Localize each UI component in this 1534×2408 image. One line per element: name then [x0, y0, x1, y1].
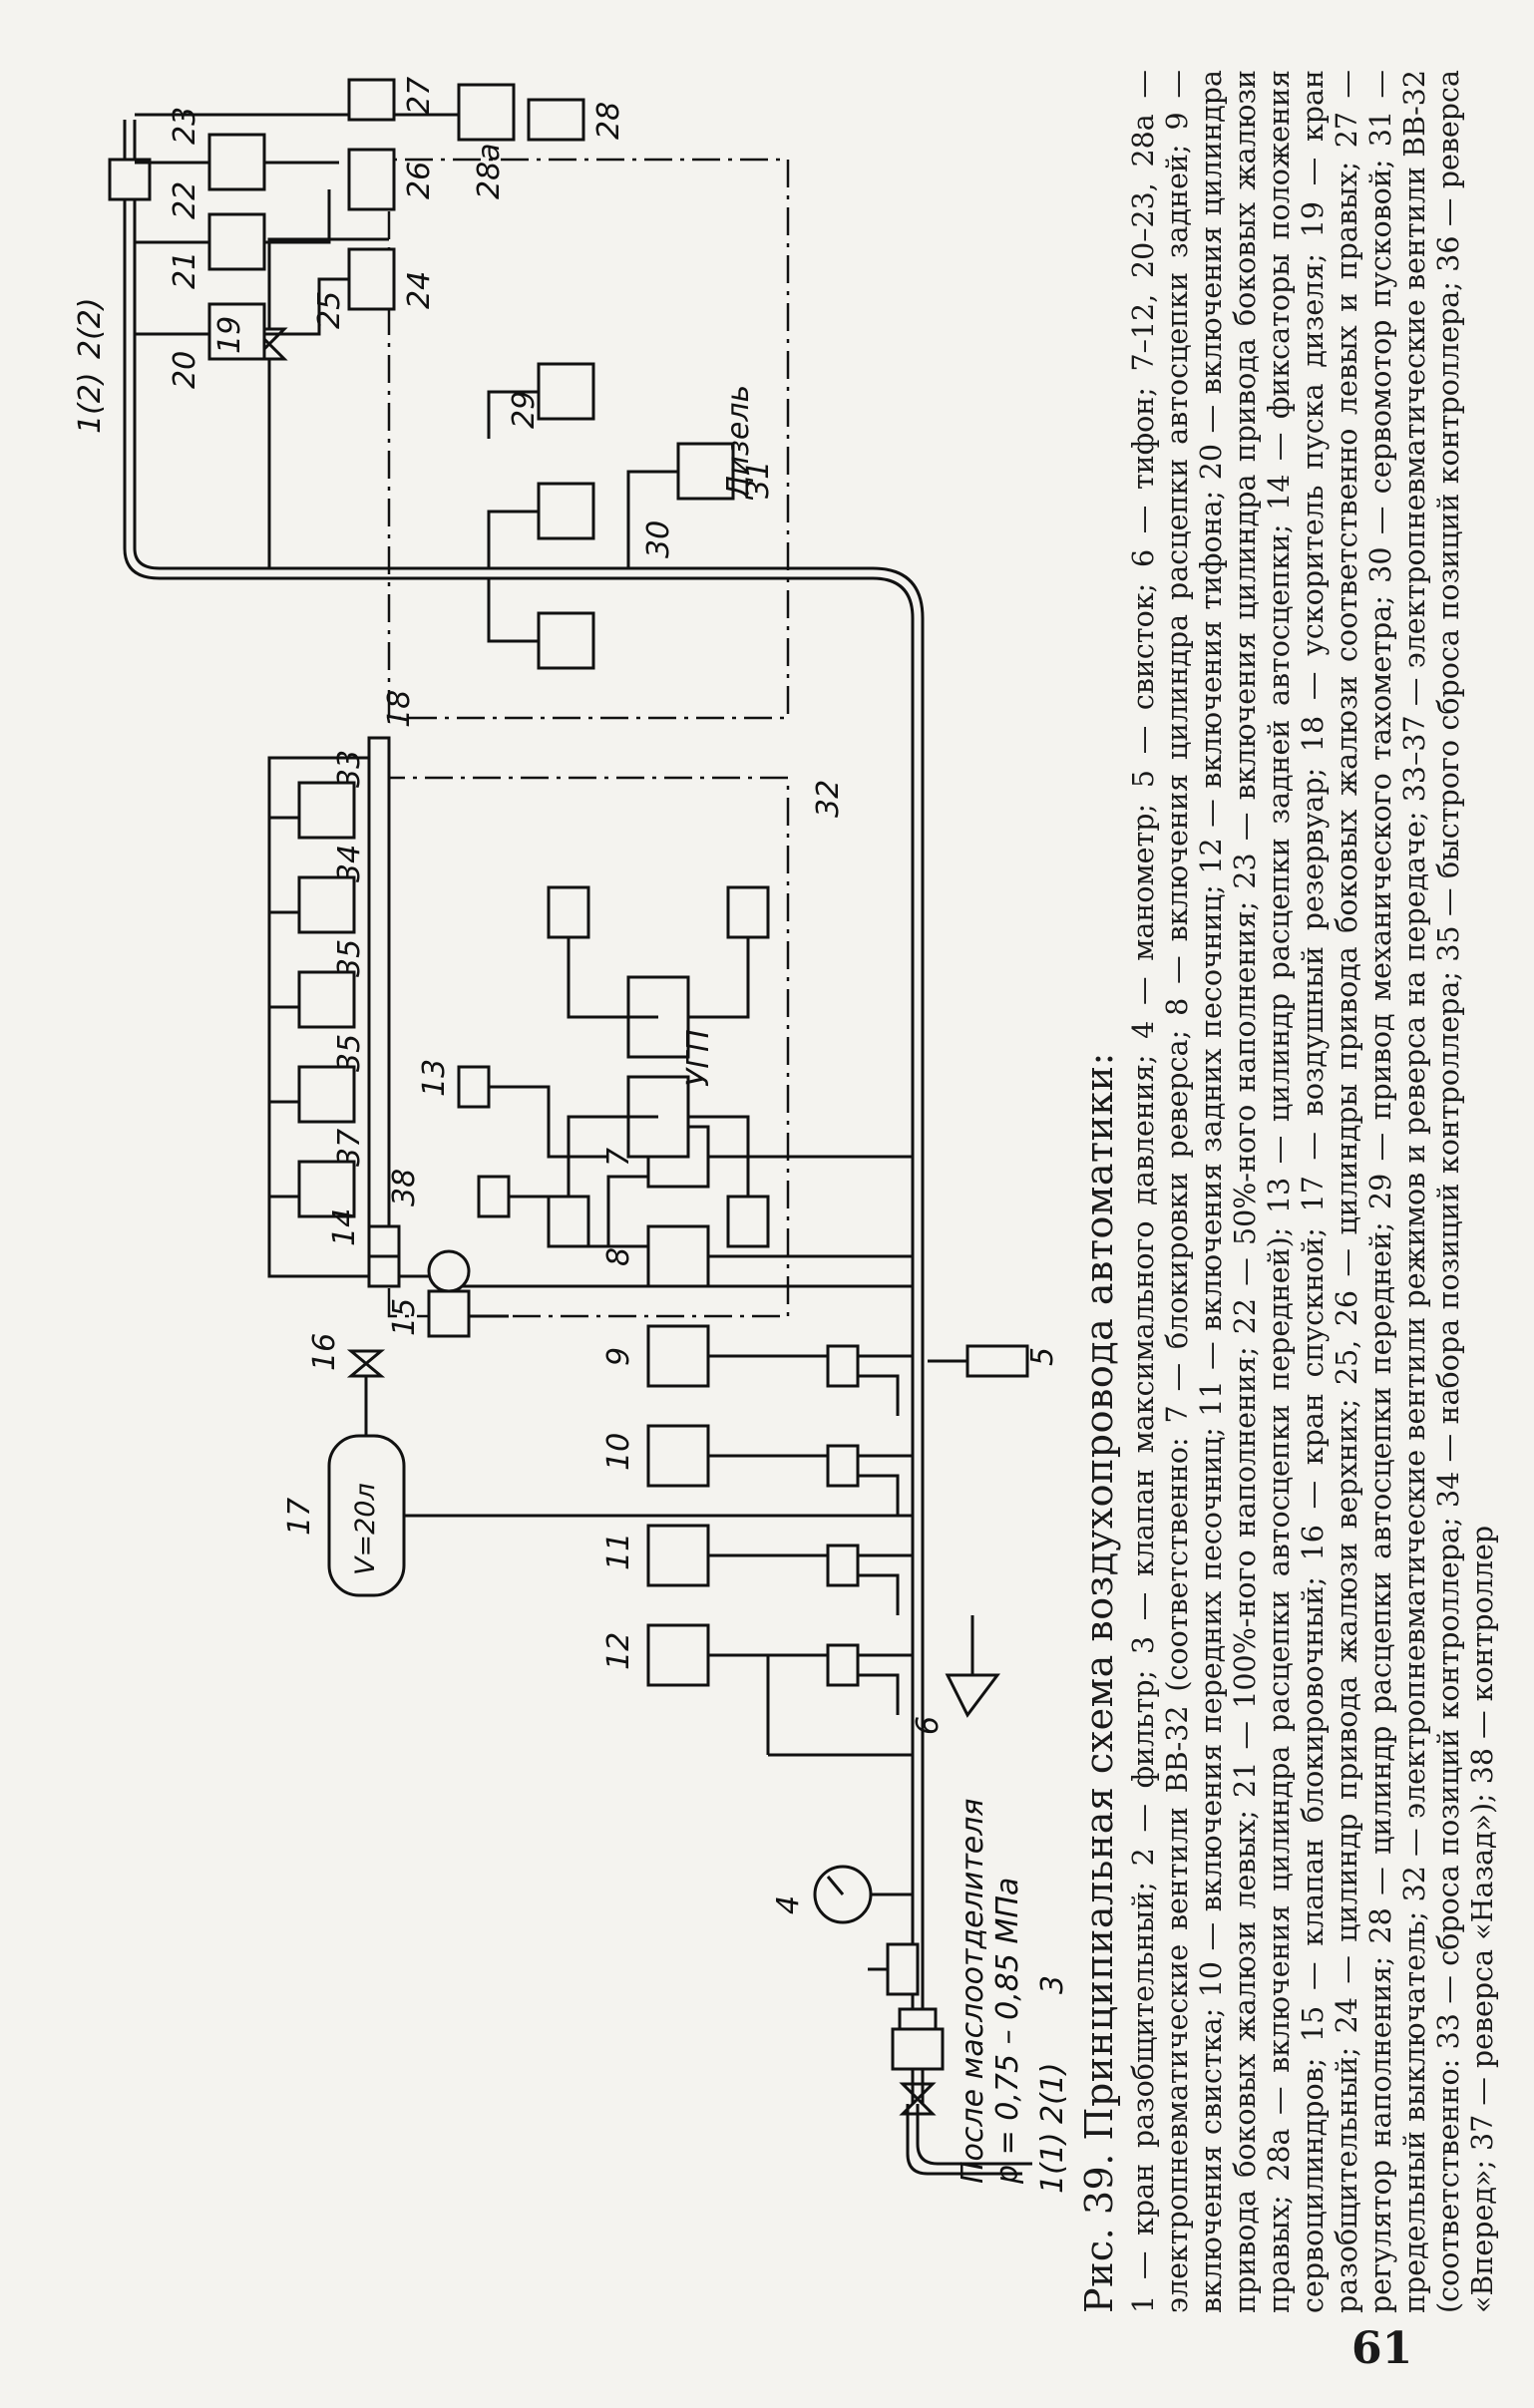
pressure-gauge-4 [813, 1865, 913, 1924]
label-21: 21 [168, 251, 202, 289]
air-reservoir-17 [327, 1349, 913, 1597]
label-3: 3 [1035, 1975, 1067, 1994]
figure-title: Рис. 39. Принципиальная схема воздухопро… [1077, 1052, 1121, 2313]
label-2-2: 2(2) [73, 297, 108, 359]
ugp-block [387, 776, 790, 1318]
label-31: 31 [741, 461, 776, 499]
label-19: 19 [212, 316, 247, 354]
label-6: 6 [911, 1716, 946, 1735]
label-20: 20 [168, 351, 202, 389]
pneumatic-diagram: 1(1) 2(1) 3 4 5 6 7 8 9 10 11 12 13 14 1… [73, 77, 1067, 2194]
label-38: 38 [387, 1169, 422, 1206]
filter-2 [891, 2007, 945, 2071]
label-28a: 28а [472, 143, 507, 199]
label-26: 26 [402, 162, 437, 199]
label-5: 5 [1025, 1347, 1060, 1366]
diesel-block [387, 158, 790, 720]
label-14: 14 [327, 1208, 362, 1246]
label-29: 29 [507, 391, 542, 429]
label-8: 8 [601, 1247, 636, 1266]
label-4: 4 [771, 1895, 806, 1914]
label-9: 9 [601, 1347, 636, 1366]
relief-valve-3 [868, 1942, 920, 1996]
typhon-6 [945, 1615, 1000, 1718]
label-17: 17 [282, 1498, 317, 1536]
callout-labels: 1(1) 2(1) 3 4 5 6 7 8 9 10 11 12 13 14 1… [73, 77, 1067, 2194]
horn-fittings [826, 1344, 900, 1715]
label-1-1: 1(1) [1035, 2132, 1067, 2194]
right-valve-group [108, 78, 585, 429]
figure-legend: 1 — кран разобщительный; 2 — фильтр; 3 —… [1127, 70, 1499, 2313]
label-30: 30 [641, 520, 676, 558]
ugp-label: УГП [681, 1029, 716, 1087]
label-24: 24 [402, 271, 437, 309]
label-34: 34 [332, 845, 367, 882]
label-27: 27 [402, 77, 437, 115]
label-16: 16 [307, 1333, 342, 1371]
blocking-valve-15 [367, 1224, 509, 1338]
inlet-valve-1 [899, 2082, 937, 2116]
label-22: 22 [168, 181, 202, 219]
controller-valve-bank [267, 736, 913, 1288]
label-35b: 35 [332, 1034, 367, 1072]
pressure-note: p = 0,75 – 0,85 МПа [990, 1878, 1025, 2185]
diesel-label: Дизель [721, 385, 756, 501]
label-10: 10 [601, 1433, 636, 1471]
label-35a: 35 [332, 939, 367, 977]
figure-caption: Рис. 39. Принципиальная схема воздухопро… [1077, 70, 1500, 2313]
label-13: 13 [417, 1059, 452, 1097]
label-11: 11 [601, 1533, 636, 1570]
label-37: 37 [332, 1129, 367, 1167]
whistle-5 [928, 1344, 1029, 1378]
label-32: 32 [811, 780, 846, 818]
label-15: 15 [387, 1298, 422, 1336]
page-number: 61 [1351, 2323, 1413, 2374]
label-7: 7 [601, 1148, 636, 1167]
main-supply-pipe [123, 429, 1032, 2176]
inlet-note: После маслоотделителя [956, 1799, 990, 2184]
label-33: 33 [332, 750, 367, 788]
reservoir-volume-label: V=20л [350, 1483, 381, 1575]
label-18: 18 [382, 690, 417, 728]
rotated-figure-block: 1(1) 2(1) 3 4 5 6 7 8 9 10 11 12 13 14 1… [70, 70, 1499, 2313]
label-2-1: 2(1) [1035, 2062, 1067, 2124]
label-28: 28 [591, 102, 626, 140]
label-1-2: 1(2) [73, 372, 108, 434]
label-12: 12 [601, 1632, 636, 1670]
valve-group-9-12 [646, 1324, 913, 1757]
label-23: 23 [168, 107, 202, 145]
label-25: 25 [312, 291, 347, 329]
